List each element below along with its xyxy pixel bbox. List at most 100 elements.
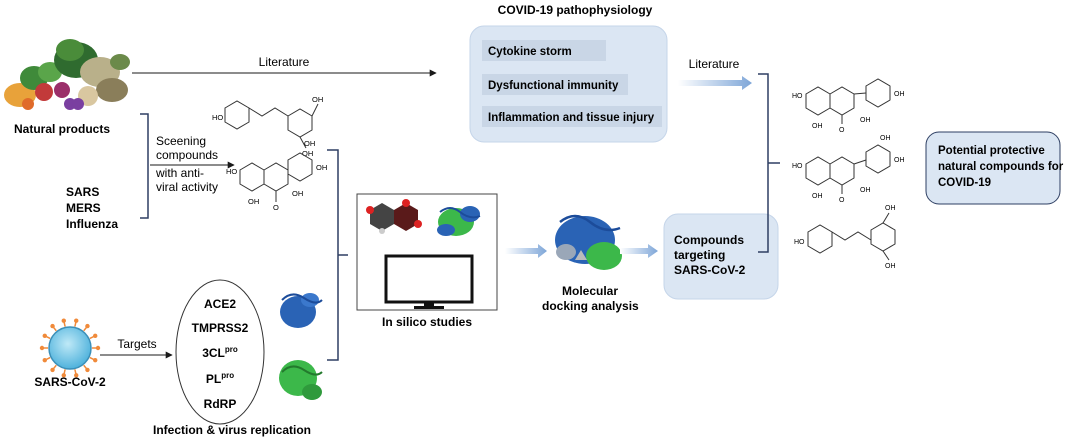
- pathophysiology-title: COVID-19 pathophysiology: [498, 3, 653, 17]
- sars-cov-2-virus-icon: [39, 318, 101, 378]
- item-cytokine-storm: [482, 40, 606, 61]
- svg-text:docking analysis: docking analysis: [542, 299, 639, 313]
- oh-label: OH: [880, 135, 891, 142]
- oh-label: OH: [248, 197, 259, 206]
- in-silico-label: In silico studies: [382, 315, 472, 329]
- oh-label: OH: [812, 193, 823, 200]
- monitor-icon: [384, 254, 474, 309]
- resveratrol-structure-top: [224, 100, 319, 149]
- svg-text:Dysfunctional immunity: Dysfunctional immunity: [488, 80, 619, 92]
- middle-bracket: [327, 149, 348, 361]
- svg-text:PLpro: PLpro: [206, 371, 234, 386]
- oh-label: OH: [885, 263, 896, 270]
- svg-text:Cytokine storm: Cytokine storm: [488, 46, 572, 58]
- svg-text:Molecular: Molecular: [562, 284, 618, 298]
- svg-text:natural compounds for: natural compounds for: [938, 161, 1064, 173]
- virus-spike-tip: [42, 333, 47, 339]
- virus-spike-tip: [93, 357, 98, 363]
- target-list: ACE2 TMPRSS2 3CLpro PLpro RdRP: [192, 297, 249, 411]
- virus-spike-tip: [61, 318, 66, 323]
- oh-label: OH: [885, 205, 896, 212]
- svg-text:Compounds: Compounds: [674, 233, 744, 247]
- virus-spike-tip: [85, 367, 90, 373]
- right-bracket: [758, 73, 780, 253]
- svg-text:SARS: SARS: [66, 185, 99, 199]
- virus-spike-tip: [95, 345, 101, 351]
- protein-3d-icon: [437, 206, 481, 236]
- sars-cov-2-label: SARS-CoV-2: [34, 375, 106, 389]
- oh-label: OH: [292, 189, 303, 198]
- ho-label: HO: [212, 113, 223, 122]
- oh-label: OH: [894, 157, 905, 164]
- oh-label: OH: [316, 163, 327, 172]
- protein-structure-green: [279, 360, 323, 400]
- virus-spike-tip: [85, 323, 90, 329]
- oxo-label: O: [839, 197, 845, 204]
- svg-text:COVID-19: COVID-19: [938, 177, 991, 189]
- virus-spike-tip: [93, 333, 98, 339]
- virus-spike-tip: [74, 373, 79, 378]
- left-bracket: [140, 113, 149, 219]
- svg-text:3CLpro: 3CLpro: [202, 345, 238, 360]
- literature-label-right: Literature: [689, 57, 740, 71]
- virus-spike-tip: [61, 373, 66, 378]
- arrow-literature-right: [678, 76, 752, 90]
- svg-text:targeting: targeting: [674, 248, 725, 262]
- oh-label: OH: [812, 123, 823, 130]
- virus-spike-tip: [50, 323, 55, 329]
- virus-spike-tip: [74, 318, 79, 323]
- resveratrol-structure-bottom: [807, 212, 896, 261]
- quercetin-structure-right: [805, 144, 891, 194]
- oh-label: OH: [312, 95, 323, 104]
- svg-text:RdRP: RdRP: [204, 397, 237, 411]
- ho-label: HO: [792, 93, 803, 100]
- protein-structure-blue: [280, 293, 323, 328]
- svg-text:Inflammation and tissue injury: Inflammation and tissue injury: [488, 112, 655, 124]
- ho-label: HO: [794, 239, 805, 246]
- svg-text:viral activity: viral activity: [156, 180, 218, 194]
- oh-label: OH: [304, 139, 315, 148]
- item-dysfunctional-immunity: [482, 74, 628, 95]
- targets-label: Targets: [117, 337, 156, 351]
- svg-text:Influenza: Influenza: [66, 217, 118, 231]
- oxo-label: O: [273, 203, 279, 212]
- in-silico-box: [356, 193, 498, 311]
- arrow-to-compounds: [620, 244, 658, 258]
- infection-label: Infection & virus replication: [153, 423, 311, 437]
- svg-text:MERS: MERS: [66, 201, 101, 215]
- item-inflammation: [482, 106, 662, 127]
- docking-protein-image: [555, 214, 622, 270]
- ho-label: HO: [226, 167, 237, 176]
- svg-text:SARS-CoV-2: SARS-CoV-2: [674, 263, 746, 277]
- kaempferol-structure: [805, 78, 891, 124]
- ligand-3d-icon: [366, 199, 422, 234]
- oh-label: OH: [302, 149, 313, 158]
- oxo-label: O: [839, 127, 845, 134]
- targets-ellipse: [175, 279, 265, 425]
- svg-text:Sceening: Sceening: [156, 134, 206, 148]
- docking-label: Molecular docking analysis: [542, 284, 639, 313]
- virus-spike-tip: [42, 357, 47, 363]
- quercetin-structure-left: [239, 152, 313, 202]
- svg-text:with anti-: with anti-: [155, 166, 204, 180]
- svg-text:TMPRSS2: TMPRSS2: [192, 321, 249, 335]
- oh-label: OH: [860, 187, 871, 194]
- natural-products-label: Natural products: [14, 122, 110, 136]
- virus-spike-tip: [39, 345, 45, 351]
- arrow-to-docking: [505, 244, 547, 258]
- svg-text:compounds: compounds: [156, 148, 218, 162]
- virus-list: SARS MERS Influenza: [66, 185, 118, 231]
- literature-label-top: Literature: [259, 55, 310, 69]
- natural-products-image: [4, 39, 130, 110]
- screening-label: Sceening compounds with anti- viral acti…: [155, 134, 218, 194]
- oh-label: OH: [860, 117, 871, 124]
- ho-label: HO: [792, 163, 803, 170]
- potential-compounds-panel: Potential protective natural compounds f…: [925, 131, 1064, 205]
- oh-label: OH: [894, 91, 905, 98]
- svg-text:Potential protective: Potential protective: [938, 145, 1045, 157]
- virus-spike-tip: [50, 367, 55, 373]
- svg-text:ACE2: ACE2: [204, 297, 236, 311]
- compounds-targeting-panel: Compounds targeting SARS-CoV-2: [663, 213, 779, 300]
- pathophysiology-panel: Cytokine storm Dysfunctional immunity In…: [469, 25, 668, 143]
